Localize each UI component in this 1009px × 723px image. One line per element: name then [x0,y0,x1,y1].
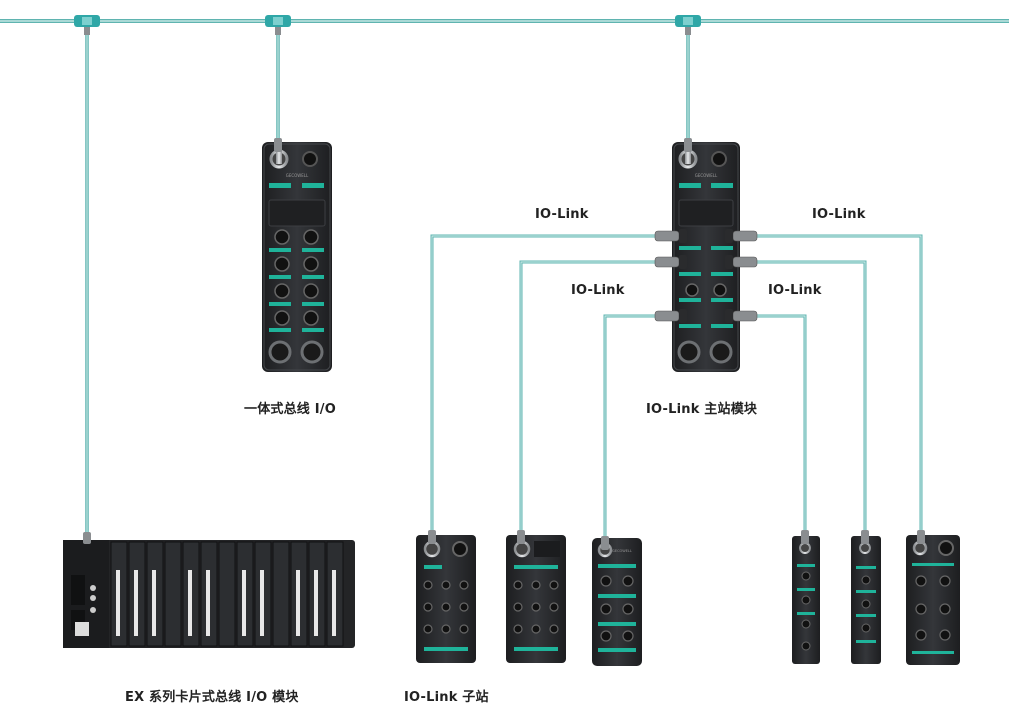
ex-series-caption: EX 系列卡片式总线 I/O 模块 [125,690,299,705]
iolink-cables [430,234,923,545]
bus-tee-connector-2 [265,15,291,35]
ex-series-card-io-rack [63,540,355,648]
iolink-master-device: GECOWELL [672,142,740,372]
iolink-label-mid-right: IO-Link [768,283,822,298]
iolink-label-top-left: IO-Link [535,207,589,222]
bus-tee-connector-3 [675,15,701,35]
master-iolink-plugs [654,229,758,323]
iolink-slave-caption: IO-Link 子站 [404,690,489,705]
iolink-slave-1 [416,535,476,663]
master-module-caption: IO-Link 主站模块 [646,402,758,417]
iolink-label-mid-left: IO-Link [571,283,625,298]
compact-io-caption: 一体式总线 I/O [244,402,336,417]
device-brand-text: GECOWELL [286,173,309,178]
iolink-slave-2 [506,535,566,663]
bus-tee-connector-1 [74,15,100,35]
iolink-slave-3: GECOWELL [592,538,642,666]
iolink-slave-6 [906,535,960,665]
iolink-slave-4 [792,536,820,664]
iolink-slave-5 [851,536,881,664]
slave-cable-plugs [83,138,925,550]
compact-bus-io-device: GECOWELL [262,142,332,372]
iolink-label-top-right: IO-Link [812,207,866,222]
device-brand-text: GECOWELL [695,173,718,178]
device-brand-text: GECOWELL [612,549,632,553]
